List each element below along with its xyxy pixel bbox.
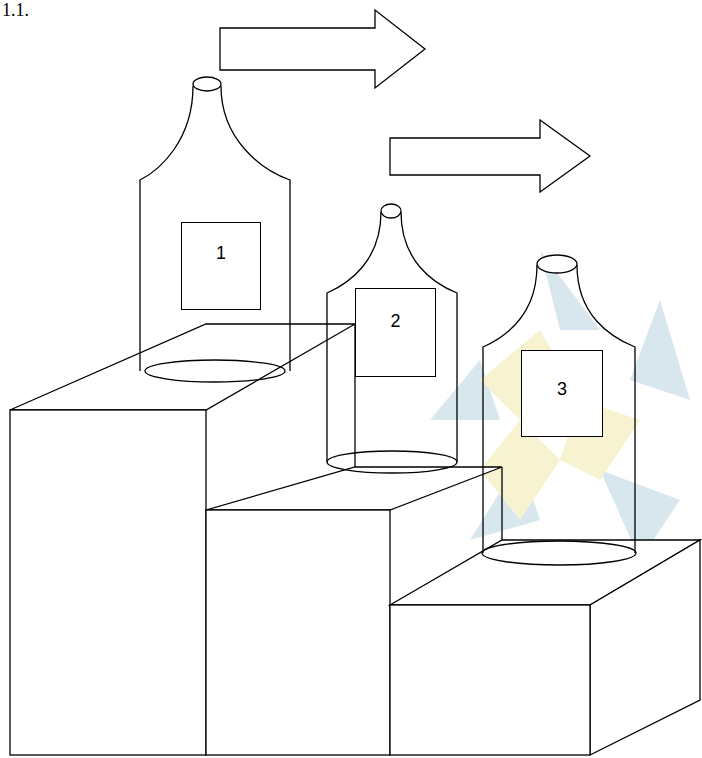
step-top bbox=[10, 324, 355, 410]
callout-number: 2 bbox=[356, 311, 435, 333]
bottle-label: 2 bbox=[355, 288, 436, 377]
bottle bbox=[482, 255, 636, 565]
bottle-label: 3 bbox=[521, 350, 603, 437]
bottle bbox=[140, 77, 290, 382]
bottle bbox=[327, 204, 457, 473]
step-side bbox=[590, 540, 700, 755]
step-top bbox=[206, 467, 502, 510]
callout-number: 3 bbox=[522, 379, 602, 401]
figure-number: 1.1. bbox=[2, 0, 29, 21]
step-front bbox=[10, 410, 206, 755]
arrow bbox=[390, 120, 590, 192]
callout-number: 1 bbox=[182, 243, 260, 265]
watermark bbox=[430, 250, 690, 560]
bottle-label: 1 bbox=[181, 222, 261, 310]
step-front bbox=[390, 605, 590, 755]
arrow bbox=[220, 10, 425, 88]
step-front bbox=[206, 510, 390, 755]
